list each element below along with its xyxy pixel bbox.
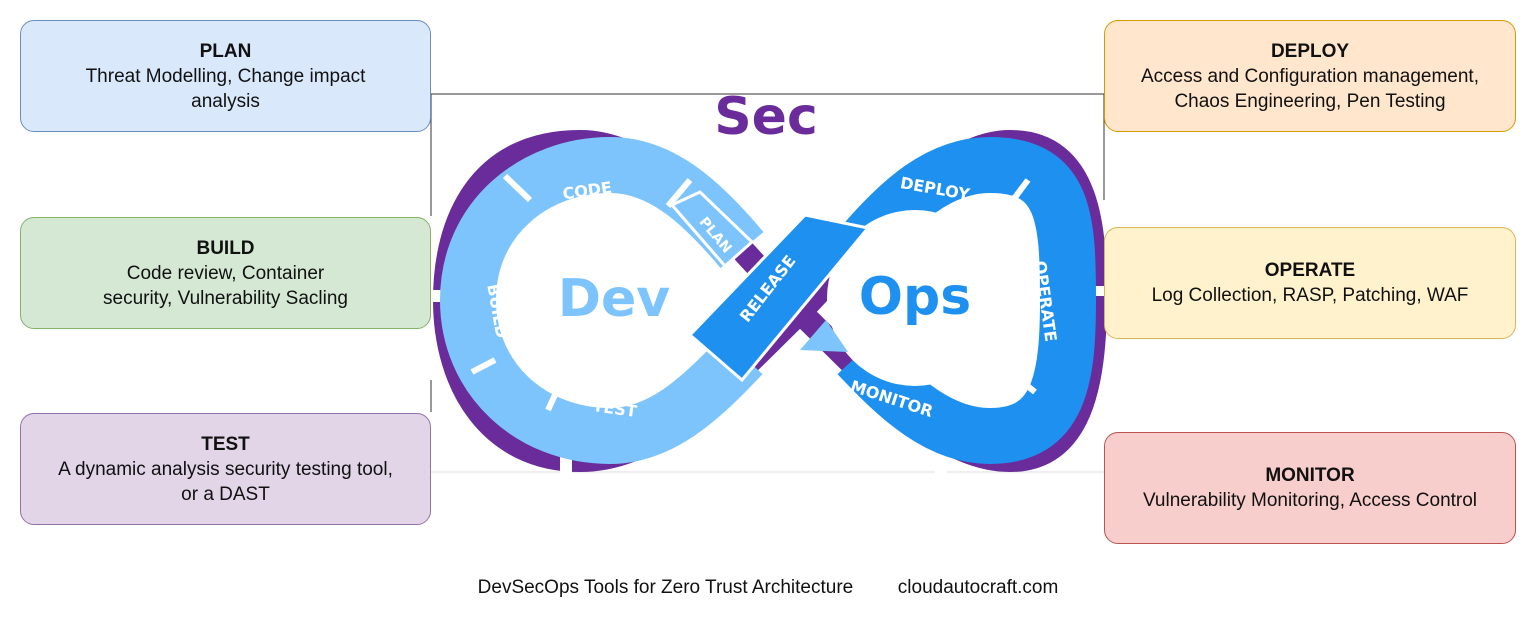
- plan-title: PLAN: [199, 40, 252, 62]
- deploy-text-line2: Chaos Engineering, Pen Testing: [1174, 90, 1446, 112]
- monitor-text-line1: Vulnerability Monitoring, Access Control: [1142, 490, 1478, 511]
- build-text-line1: Code review, Container: [126, 262, 325, 284]
- build-title: BUILD: [196, 237, 255, 259]
- deploy-text-line1: Access and Configuration management,: [1141, 65, 1479, 87]
- dev-loop: [439, 136, 764, 465]
- plan-text-line2: analysis: [191, 90, 260, 112]
- segment-separator: [1007, 178, 1031, 206]
- footer-caption: DevSecOps Tools for Zero Trust Architect…: [477, 577, 854, 598]
- monitor-box: MONITOR Vulnerability Monitoring, Access…: [1104, 432, 1516, 544]
- test-text-line1: A dynamic analysis security testing tool…: [58, 458, 393, 480]
- segment-separator: [1008, 369, 1037, 395]
- monitor-title: MONITOR: [1265, 465, 1355, 486]
- segment-separator: [665, 178, 693, 208]
- ops-label: Ops: [859, 267, 971, 327]
- operate-text-line1: Log Collection, RASP, Patching, WAF: [1151, 285, 1469, 306]
- dev-ring: [439, 136, 764, 465]
- deploy-title: DEPLOY: [1270, 40, 1350, 62]
- release-arrow-tip: [800, 320, 848, 352]
- test-text-line2: or a DAST: [181, 483, 270, 505]
- segment-separator: [502, 173, 533, 203]
- dev-hub: [518, 208, 702, 392]
- test-title: TEST: [201, 433, 250, 455]
- plan-segment: [669, 190, 755, 269]
- build-text-line2: security, Vulnerability Sacling: [103, 287, 348, 309]
- dev-separators: [470, 173, 693, 412]
- footer: DevSecOps Tools for Zero Trust Architect…: [0, 577, 1536, 599]
- operate-box: OPERATE Log Collection, RASP, Patching, …: [1104, 227, 1516, 339]
- sec-label: Sec: [714, 87, 818, 147]
- deploy-box: DEPLOY Access and Configuration manageme…: [1104, 20, 1516, 132]
- test-box: TEST A dynamic analysis security testing…: [20, 413, 431, 525]
- ops-ring: [836, 136, 1097, 465]
- plan-text-line1: Threat Modelling, Change impact: [85, 65, 366, 87]
- ops-hub: [827, 210, 1003, 386]
- dev-label: Dev: [558, 269, 670, 329]
- ops-loop: [816, 136, 1097, 465]
- ring-gap: [935, 452, 947, 474]
- segment-separator: [470, 357, 497, 375]
- release-band: [687, 213, 871, 383]
- footer-site: cloudautocraft.com: [897, 577, 1059, 598]
- plan-box: PLAN Threat Modelling, Change impact ana…: [20, 20, 431, 132]
- build-box: BUILD Code review, Container security, V…: [20, 217, 431, 329]
- operate-title: OPERATE: [1264, 260, 1356, 281]
- segment-separator: [545, 382, 563, 412]
- ring-gap: [1085, 286, 1107, 296]
